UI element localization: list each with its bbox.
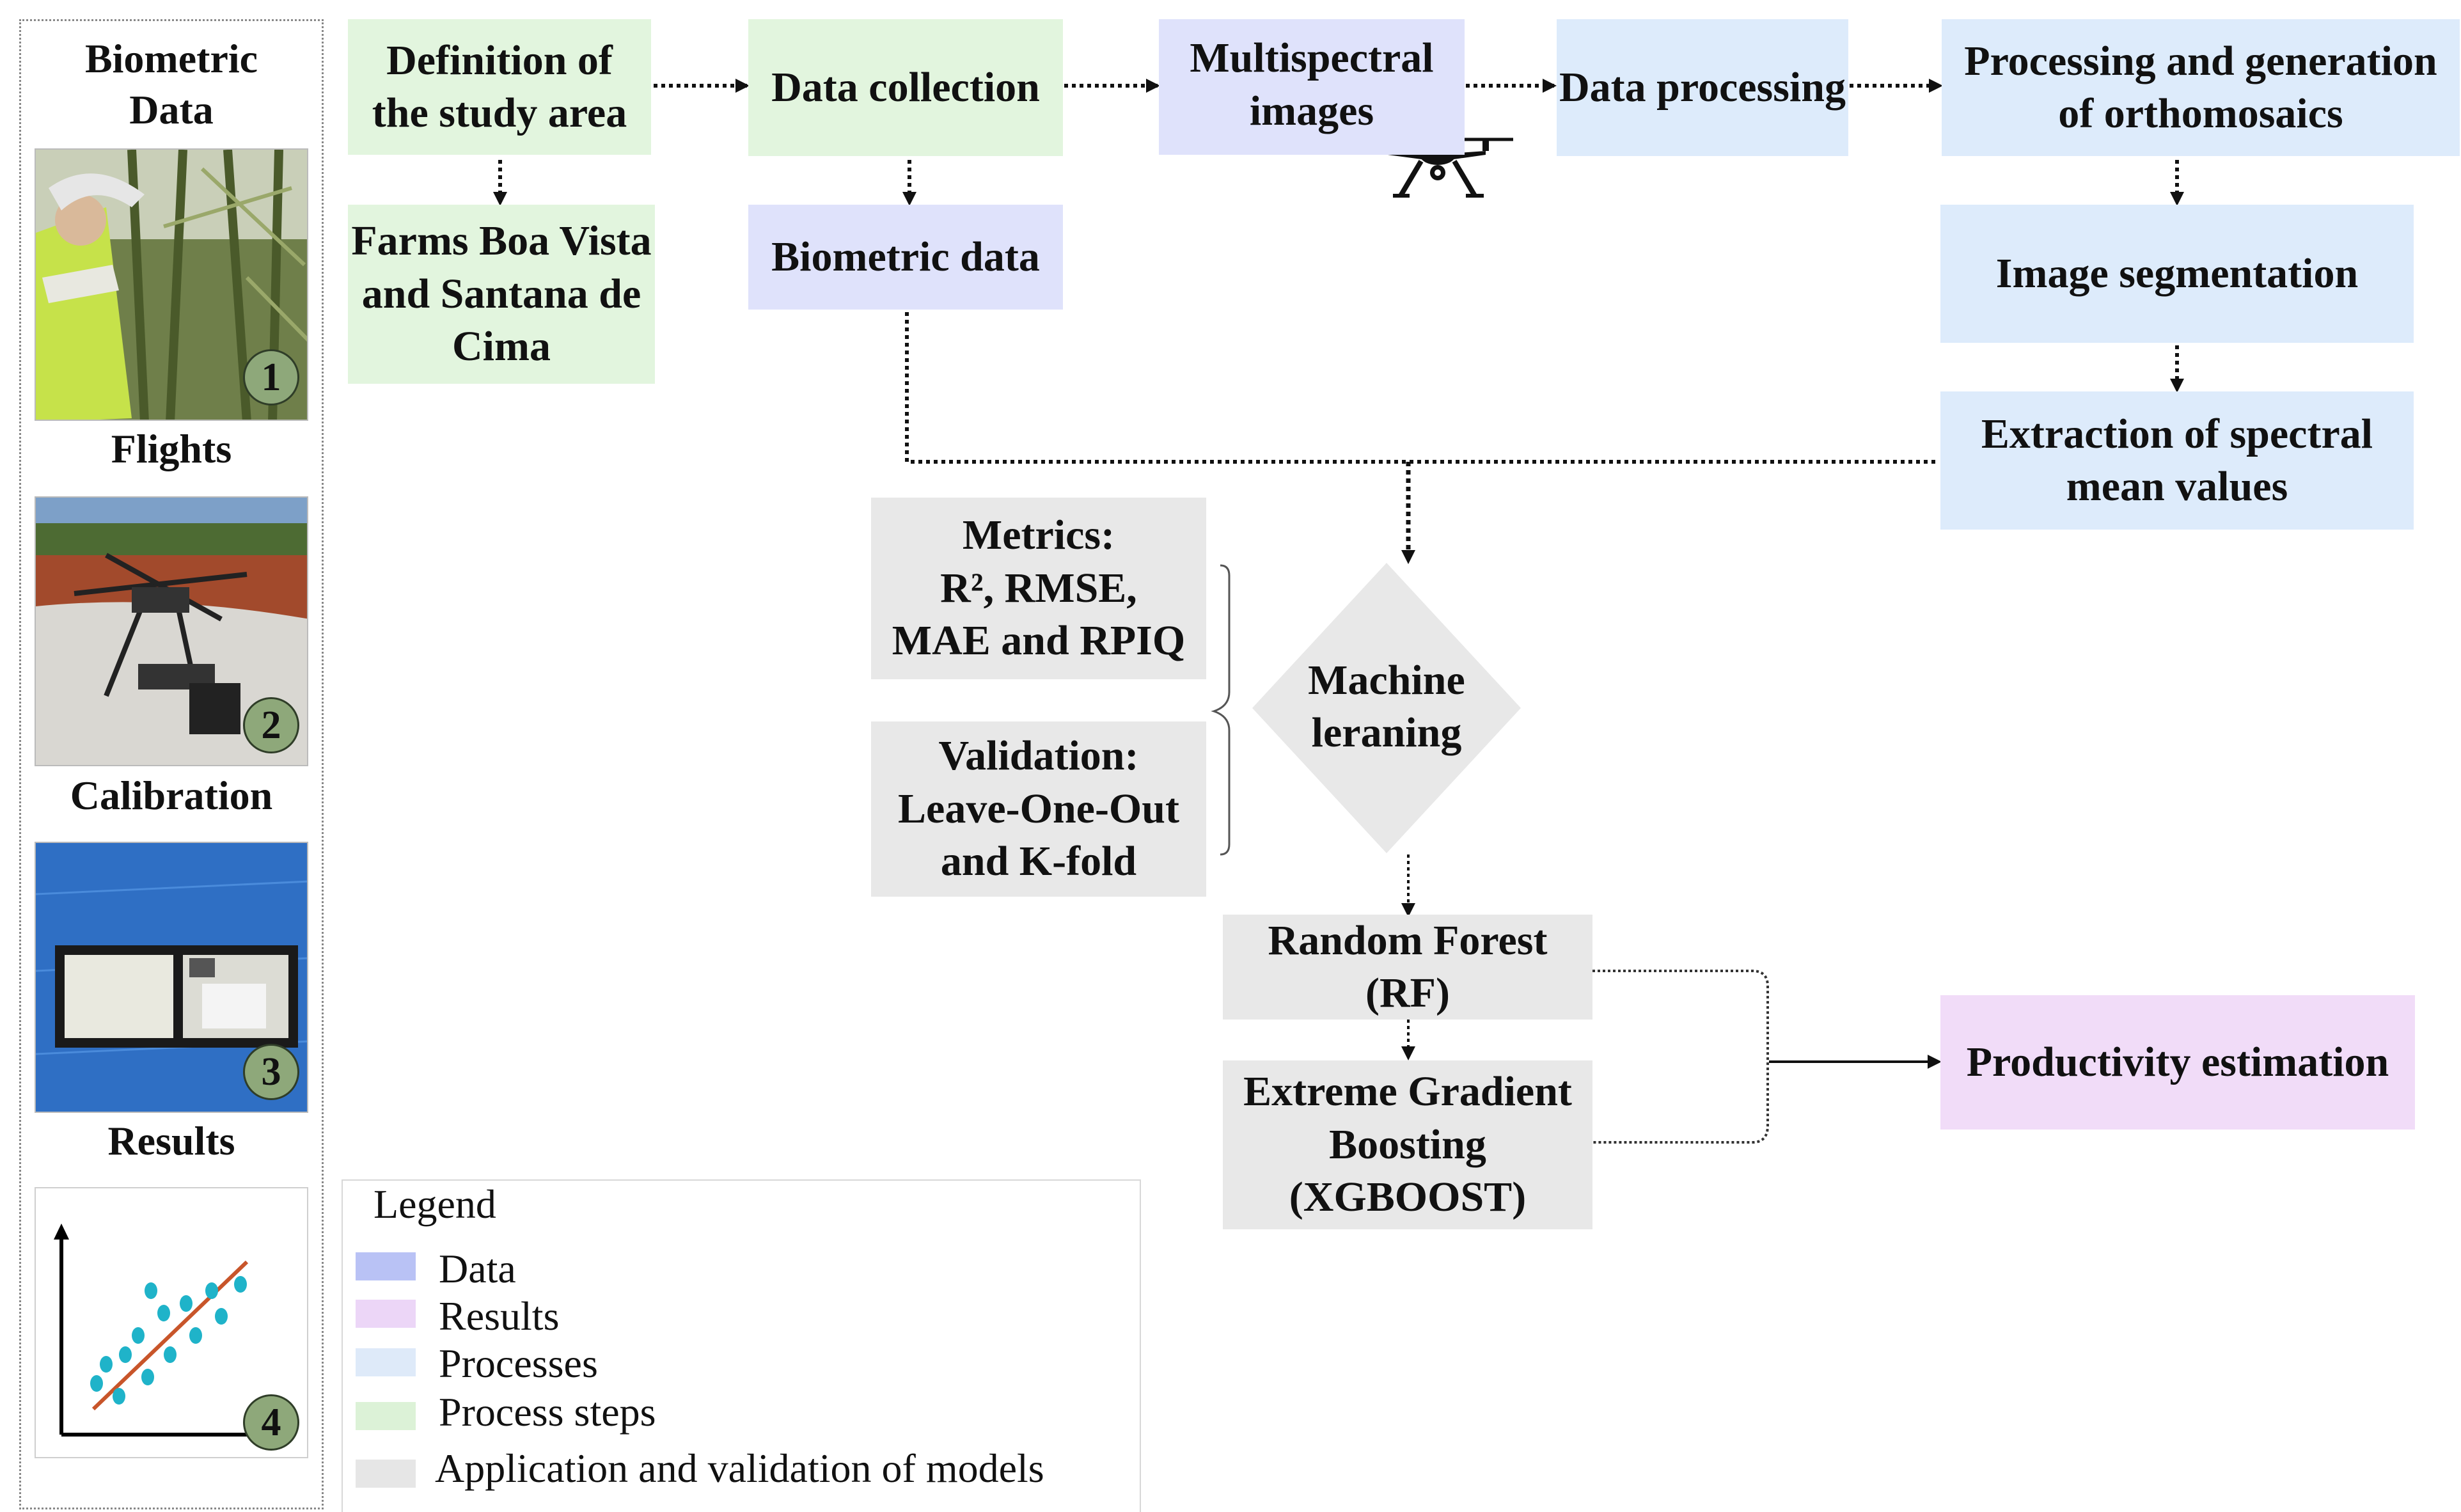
legend-label-processes: Processes xyxy=(439,1341,598,1386)
grouping-brace xyxy=(1211,564,1230,856)
legend-swatch-processes xyxy=(356,1348,416,1376)
step-badge-3: 3 xyxy=(243,1044,299,1100)
legend-label-models: Application and validation of models xyxy=(435,1445,1044,1491)
sugarcane-field-image xyxy=(36,150,307,420)
node-metrics: Metrics: R², RMSE, MAE and RPIQ xyxy=(871,498,1206,679)
node-data-collection: Data collection xyxy=(748,19,1063,156)
side-panel xyxy=(19,19,324,1509)
legend-label-results: Results xyxy=(439,1293,560,1339)
node-multispectral: Multispectral images xyxy=(1159,19,1465,155)
flights-photo xyxy=(35,148,308,421)
legend-swatch-results xyxy=(356,1300,416,1328)
node-data-processing: Data processing xyxy=(1557,19,1848,156)
node-validation: Validation: Leave-One-Out and K-fold xyxy=(871,721,1206,897)
node-farms: Farms Boa Vista and Santana de Cima xyxy=(348,205,655,384)
legend-title: Legend xyxy=(373,1181,496,1227)
node-segmentation: Image segmentation xyxy=(1940,205,2414,343)
step-badge-4: 4 xyxy=(243,1394,299,1451)
side-label-flights: Flights xyxy=(111,426,232,471)
node-machine-learning: Machine leraning xyxy=(1308,656,1465,757)
legend-swatch-process-steps xyxy=(356,1402,416,1430)
legend-swatch-models xyxy=(356,1460,416,1488)
node-productivity: Productivity estimation xyxy=(1940,995,2415,1130)
side-label-calibration: Calibration xyxy=(70,773,273,818)
node-orthomosaics: Processing and generation of orthomosaic… xyxy=(1942,19,2460,156)
node-biometric-data: Biometric data xyxy=(748,205,1063,310)
node-xgboost: Extreme Gradient Boosting (XGBOOST) xyxy=(1223,1060,1592,1229)
step-badge-1: 1 xyxy=(243,349,299,406)
line-biometric-to-ml xyxy=(905,312,1939,464)
node-extraction: Extraction of spectral mean values xyxy=(1940,391,2414,530)
bracket-models xyxy=(1592,970,1769,1144)
legend-swatch-data xyxy=(356,1252,416,1280)
node-random-forest: Random Forest (RF) xyxy=(1223,915,1592,1020)
node-definition: Definition of the study area xyxy=(348,19,651,155)
legend-label-data: Data xyxy=(439,1246,516,1291)
side-label-results: Results xyxy=(107,1118,235,1163)
calibration-photo xyxy=(35,496,308,766)
legend-label-process-steps: Process steps xyxy=(439,1389,656,1435)
drone-field-image xyxy=(36,498,307,765)
side-panel-header: Biometric Data xyxy=(84,36,258,132)
legend xyxy=(342,1179,1141,1512)
scatter-plot-icon xyxy=(35,1187,308,1458)
step-badge-2: 2 xyxy=(243,697,299,753)
node-machine-learning-shape xyxy=(1252,563,1521,853)
